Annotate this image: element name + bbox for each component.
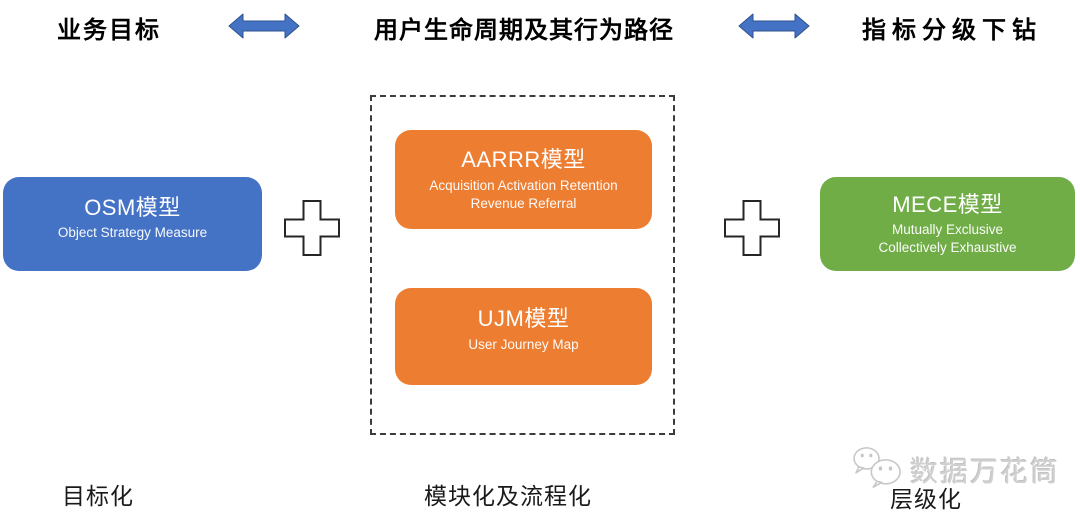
aarrr-model-box: AARRR模型 Acquisition Activation Retention… xyxy=(395,130,652,229)
mece-model-subtitle-line1: Mutually Exclusive xyxy=(891,222,1004,238)
ujm-model-title: UJM模型 xyxy=(477,306,570,332)
aarrr-model-subtitle-line2: Revenue Referral xyxy=(470,195,577,211)
aarrr-model-title: AARRR模型 xyxy=(461,147,586,173)
lifecycle-dashed-group xyxy=(370,95,675,435)
footer-label-modularized: 模块化及流程化 xyxy=(424,483,592,509)
osm-model-box: OSM模型 Object Strategy Measure xyxy=(3,177,262,271)
header-label-metric-drilldown: 指标分级下钻 xyxy=(862,17,1042,44)
wechat-chat-bubbles-icon xyxy=(850,445,908,491)
aarrr-model-subtitle-line1: Acquisition Activation Retention xyxy=(429,177,618,193)
footer-label-hierarchical: 层级化 xyxy=(890,486,962,512)
plus-icon xyxy=(723,199,781,257)
watermark: 数据万花筒 xyxy=(850,445,1060,491)
plus-icon xyxy=(283,199,341,257)
mece-model-box: MECE模型 Mutually Exclusive Collectively E… xyxy=(820,177,1075,271)
footer-label-goal-oriented: 目标化 xyxy=(62,483,134,509)
osm-model-subtitle: Object Strategy Measure xyxy=(57,225,208,241)
watermark-text: 数据万花筒 xyxy=(910,456,1061,487)
double-arrow-icon xyxy=(228,13,300,39)
mece-model-subtitle-line2: Collectively Exhaustive xyxy=(878,240,1017,256)
header-label-business-goal: 业务目标 xyxy=(57,17,161,44)
double-arrow-icon xyxy=(738,13,810,39)
osm-model-title: OSM模型 xyxy=(84,194,181,220)
ujm-model-subtitle: User Journey Map xyxy=(468,336,579,352)
header-label-user-lifecycle: 用户生命周期及其行为路径 xyxy=(374,17,674,44)
mece-model-title: MECE模型 xyxy=(892,191,1003,217)
ujm-model-box: UJM模型 User Journey Map xyxy=(395,288,652,385)
